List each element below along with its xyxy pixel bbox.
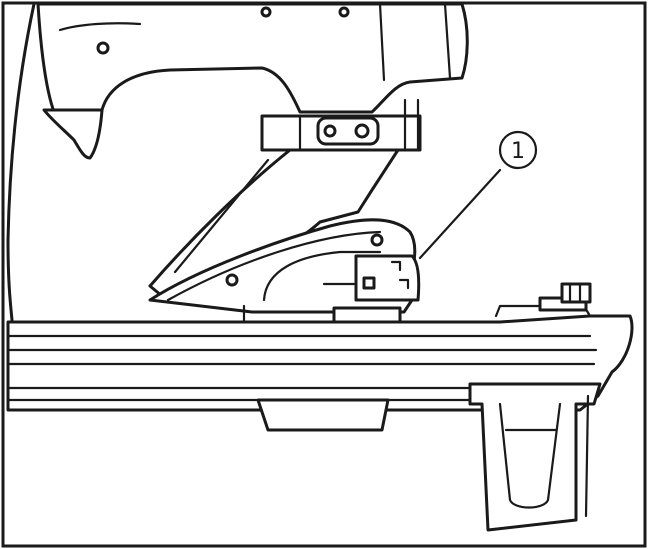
knob-grip <box>568 282 582 304</box>
housing-screw <box>260 6 272 18</box>
guard-contour <box>262 250 382 302</box>
rail-knob <box>560 282 592 304</box>
callout-label: 1 <box>511 139 525 164</box>
clamp-leg-edge <box>584 394 590 518</box>
housing-screw <box>338 6 350 18</box>
guide-tick <box>390 260 402 272</box>
housing-seam <box>443 2 452 80</box>
tool-left-edge <box>6 2 36 322</box>
housing-screw <box>96 41 110 55</box>
housing-contour <box>58 22 142 32</box>
trigger <box>42 108 104 160</box>
housing-seam <box>378 2 386 82</box>
rail-underside-block <box>256 398 390 432</box>
guard-contour <box>166 230 382 302</box>
callout-circle <box>498 130 538 170</box>
guide-tick <box>398 278 410 290</box>
callout-leader <box>418 168 502 260</box>
guard-screw <box>225 273 239 287</box>
clamp-bolt <box>354 123 370 139</box>
clamp-rails <box>403 98 420 152</box>
column-edge <box>173 158 270 274</box>
clamp-bolt <box>323 124 337 138</box>
clamp-leg-slot <box>498 402 562 509</box>
guide-window <box>362 276 376 290</box>
guard-screw <box>370 233 384 247</box>
